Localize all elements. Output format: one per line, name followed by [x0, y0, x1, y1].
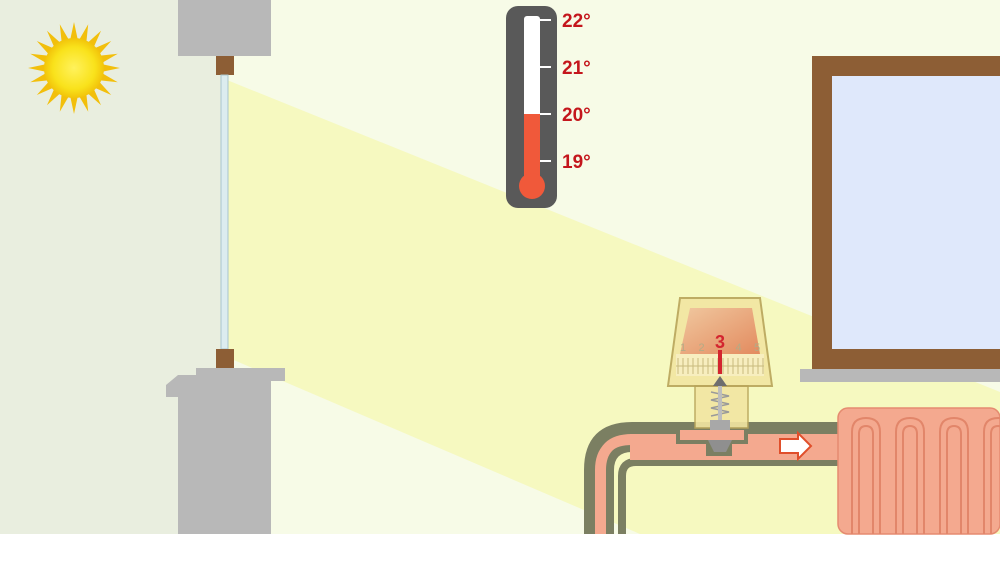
valve-scale-number: 5 [754, 342, 760, 354]
window-frame-bottom [216, 349, 234, 368]
wall-lower [178, 397, 271, 534]
floor-white [0, 534, 1000, 588]
valve-body [676, 426, 748, 456]
valve-scale-number: 2 [698, 342, 704, 354]
room-window-glass [832, 76, 1000, 349]
window-sill [166, 368, 285, 397]
thermometer: 22° 21° 20° 19° [506, 6, 591, 208]
window-frame-top [216, 56, 234, 75]
thermometer-label: 19° [562, 152, 591, 173]
valve-scale-number: 1 [680, 342, 686, 354]
sunbeam [222, 78, 1000, 534]
valve-pointer [718, 350, 722, 374]
room-window-sill [800, 369, 1000, 382]
valve-setting: 3 [715, 332, 725, 352]
radiator [837, 407, 1000, 535]
thermometer-mercury [524, 114, 540, 179]
thermometer-label: 21° [562, 58, 591, 79]
thermometer-label: 22° [562, 11, 591, 32]
window-pane [220, 74, 229, 350]
flow-arrow-icon [779, 430, 813, 462]
wall-lintel [178, 0, 271, 56]
sun-icon [28, 22, 120, 114]
thermometer-label: 20° [562, 105, 591, 126]
valve-scale-number: 4 [735, 342, 741, 354]
